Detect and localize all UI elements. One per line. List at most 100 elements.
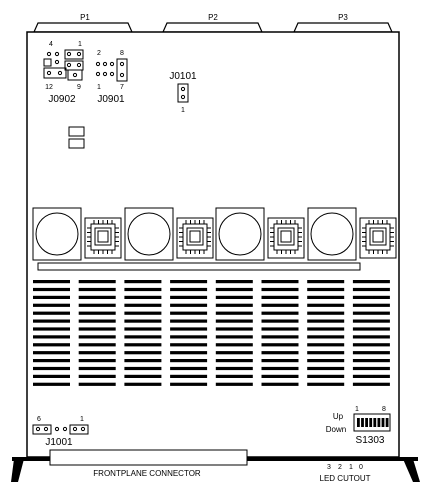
vent-slot	[352, 343, 390, 347]
vent-slot	[124, 374, 162, 378]
dip-toggle[interactable]	[377, 418, 381, 427]
vent-slot	[352, 382, 390, 386]
dip-toggle[interactable]	[385, 418, 389, 427]
j1001-jumper-left	[32, 424, 52, 435]
vent-slot	[261, 382, 299, 386]
j0901-pin-8: 8	[120, 50, 124, 57]
vent-slot	[307, 280, 345, 284]
vent-slot	[261, 280, 299, 284]
dip-toggle[interactable]	[365, 418, 368, 427]
vent-slot	[261, 374, 299, 378]
vent-slot	[170, 311, 208, 315]
s1303-label: S1303	[356, 435, 385, 446]
vent-slot	[78, 327, 116, 331]
j0902-pin-4: 4	[49, 41, 53, 48]
led-bit-0: 0	[359, 464, 363, 471]
vent-slot	[307, 311, 345, 315]
vent-slot	[215, 382, 253, 386]
chip-row	[32, 207, 397, 261]
vent-slot	[261, 359, 299, 363]
component-lower	[68, 138, 85, 149]
vent-slot	[33, 343, 70, 347]
dip-toggle[interactable]	[361, 418, 364, 427]
vent-slot	[261, 295, 299, 299]
card-guide-bar	[37, 262, 361, 271]
vent-slot	[124, 351, 162, 355]
vent-slot	[33, 319, 70, 323]
vent-slot	[215, 359, 253, 363]
vent-slot	[170, 319, 208, 323]
dip-toggle[interactable]	[381, 418, 385, 427]
vent-slot	[170, 382, 208, 386]
vent-slot	[352, 319, 390, 323]
vent-slot	[78, 287, 116, 292]
j0901-pin-2: 2	[97, 50, 101, 57]
vent-slot	[170, 335, 208, 339]
vent-slot	[215, 311, 253, 315]
vent-slot	[33, 374, 70, 378]
vent-slot	[170, 359, 208, 363]
vent-slot	[124, 343, 162, 347]
dip-toggle[interactable]	[369, 418, 373, 427]
j1001-pin-6: 6	[37, 416, 41, 423]
s1303-up-label: Up	[333, 412, 344, 421]
vent-slot	[352, 359, 390, 363]
j0901-pin-7: 7	[120, 84, 124, 91]
vent-slot	[352, 351, 390, 355]
vent-slot	[307, 303, 345, 307]
ic-chip	[359, 217, 397, 259]
vent-slot	[352, 335, 390, 339]
vent-slot	[33, 303, 70, 307]
j0901-jumper	[116, 58, 128, 82]
vent-slot	[78, 359, 116, 363]
vent-slot	[261, 327, 299, 331]
connector-p2	[162, 22, 263, 33]
vent-grid	[33, 280, 390, 386]
vent-slot	[352, 327, 390, 331]
vent-slot	[352, 366, 390, 371]
vent-slot	[124, 287, 162, 292]
vent-slot	[170, 366, 208, 371]
vent-slot	[307, 295, 345, 299]
vent-slot	[170, 374, 208, 378]
j0101-header	[177, 83, 189, 103]
round-component	[124, 207, 174, 261]
vent-slot	[124, 335, 162, 339]
vent-slot	[33, 382, 70, 386]
round-component	[32, 207, 82, 261]
vent-slot	[352, 287, 390, 292]
vent-slot	[215, 295, 253, 299]
vent-slot	[33, 287, 70, 292]
vent-slot	[307, 327, 345, 331]
dip-toggle[interactable]	[373, 418, 377, 427]
vent-slot	[170, 343, 208, 347]
vent-slot	[215, 319, 253, 323]
vent-slot	[352, 374, 390, 378]
vent-slot	[124, 311, 162, 315]
vent-slot	[215, 366, 253, 371]
base-foot-right	[403, 459, 420, 482]
vent-slot	[215, 351, 253, 355]
vent-slot	[33, 351, 70, 355]
vent-slot	[78, 382, 116, 386]
vent-slot	[170, 327, 208, 331]
j0902-pin-1	[43, 58, 52, 67]
s1303-toggles	[357, 418, 389, 427]
led-bit-3: 3	[327, 464, 331, 471]
connector-p1	[33, 22, 133, 33]
connector-p1-label: P1	[80, 13, 90, 22]
vent-slot	[215, 335, 253, 339]
vent-slot	[307, 374, 345, 378]
vent-slot	[215, 343, 253, 347]
vent-slot	[33, 280, 70, 284]
vent-slot	[261, 287, 299, 292]
jumper-j0902	[43, 49, 84, 81]
j0902-pin-1-label: 1	[78, 41, 82, 48]
j0101-label: J0101	[169, 71, 197, 82]
frontplane-connector	[49, 449, 248, 466]
dip-toggle[interactable]	[357, 418, 360, 427]
ic-chip	[176, 217, 214, 259]
s1303-pin-8: 8	[382, 406, 386, 413]
